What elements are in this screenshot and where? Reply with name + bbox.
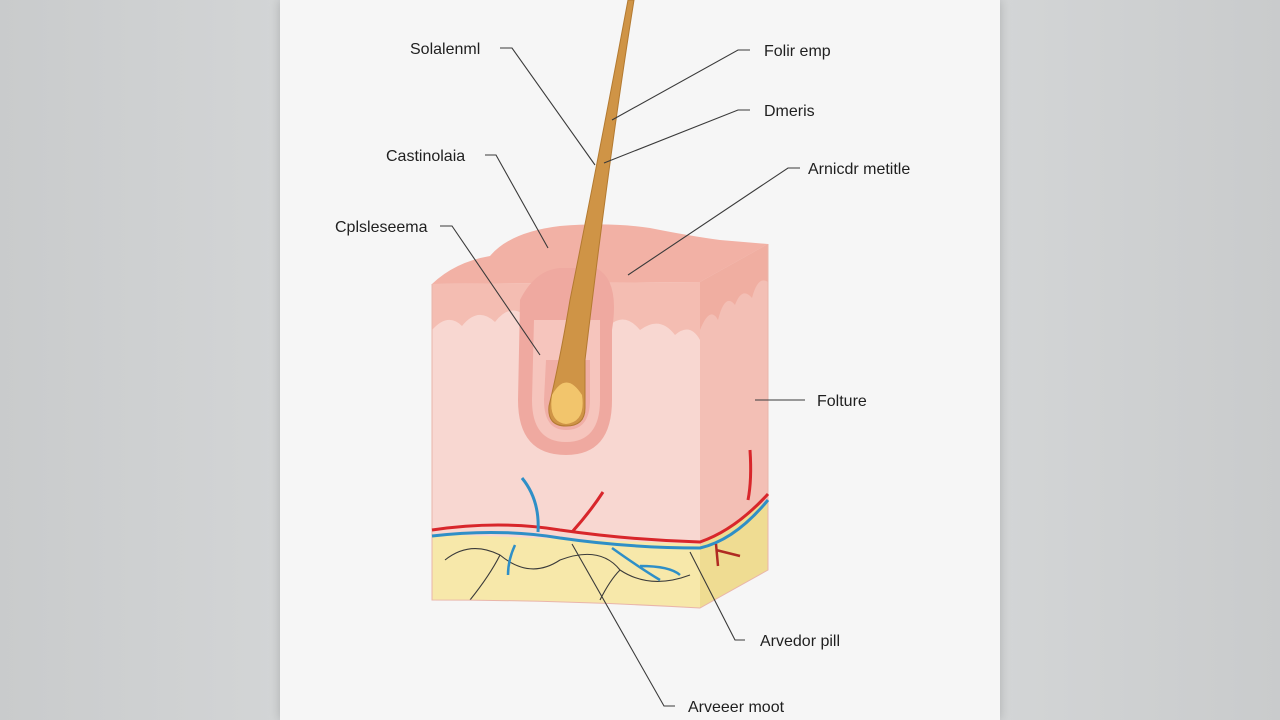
artery-branch-1 bbox=[570, 491, 605, 534]
hair-shaft bbox=[548, 0, 635, 427]
vein-main bbox=[431, 499, 770, 550]
label-solalenmi: Solalenml bbox=[410, 41, 480, 58]
left-backdrop bbox=[0, 0, 280, 720]
epidermis-right bbox=[700, 244, 768, 330]
leader-arvedor bbox=[689, 551, 745, 641]
vein-branch-2 bbox=[506, 544, 517, 576]
artery-branch-3 bbox=[714, 543, 741, 567]
leader-folir-emp bbox=[611, 49, 750, 121]
blood-vessels bbox=[431, 449, 770, 582]
label-arnicdr-metle: Arnicdr metitle bbox=[808, 161, 910, 178]
hypodermis-cells bbox=[444, 548, 691, 601]
label-castinolaia: Castinolaia bbox=[386, 148, 465, 165]
hair-shaft-path bbox=[548, 0, 635, 427]
block-outline bbox=[431, 244, 769, 609]
block-top-face bbox=[432, 224, 768, 284]
artery-main bbox=[431, 492, 770, 544]
leader-arveeer bbox=[571, 543, 675, 707]
hair-bulb bbox=[551, 382, 583, 424]
label-arvedor-pill: Arvedor pill bbox=[760, 633, 840, 650]
leader-lines bbox=[440, 47, 805, 707]
artery-branch-2 bbox=[746, 449, 753, 501]
label-cplsleseema: Cplsleseema bbox=[335, 219, 428, 236]
vein-branch-3 bbox=[611, 546, 681, 582]
leader-dmeris bbox=[603, 109, 750, 164]
leader-solalenmi bbox=[500, 47, 596, 166]
leader-cplsleseema bbox=[440, 225, 541, 356]
vein-branch-1 bbox=[520, 477, 540, 533]
right-backdrop bbox=[1000, 0, 1280, 720]
labels: Solalenml Folir emp Dmeris Castinolaia A… bbox=[335, 41, 910, 716]
leader-castinolaia bbox=[485, 154, 549, 249]
leader-arnicdr bbox=[627, 167, 800, 276]
label-folir-emp: Folir emp bbox=[764, 43, 831, 60]
label-arveeer-moot: Arveeer moot bbox=[688, 699, 785, 716]
label-folture: Folture bbox=[817, 393, 867, 410]
hypodermis-front bbox=[432, 534, 700, 608]
label-dmeris: Dmeris bbox=[764, 103, 815, 120]
